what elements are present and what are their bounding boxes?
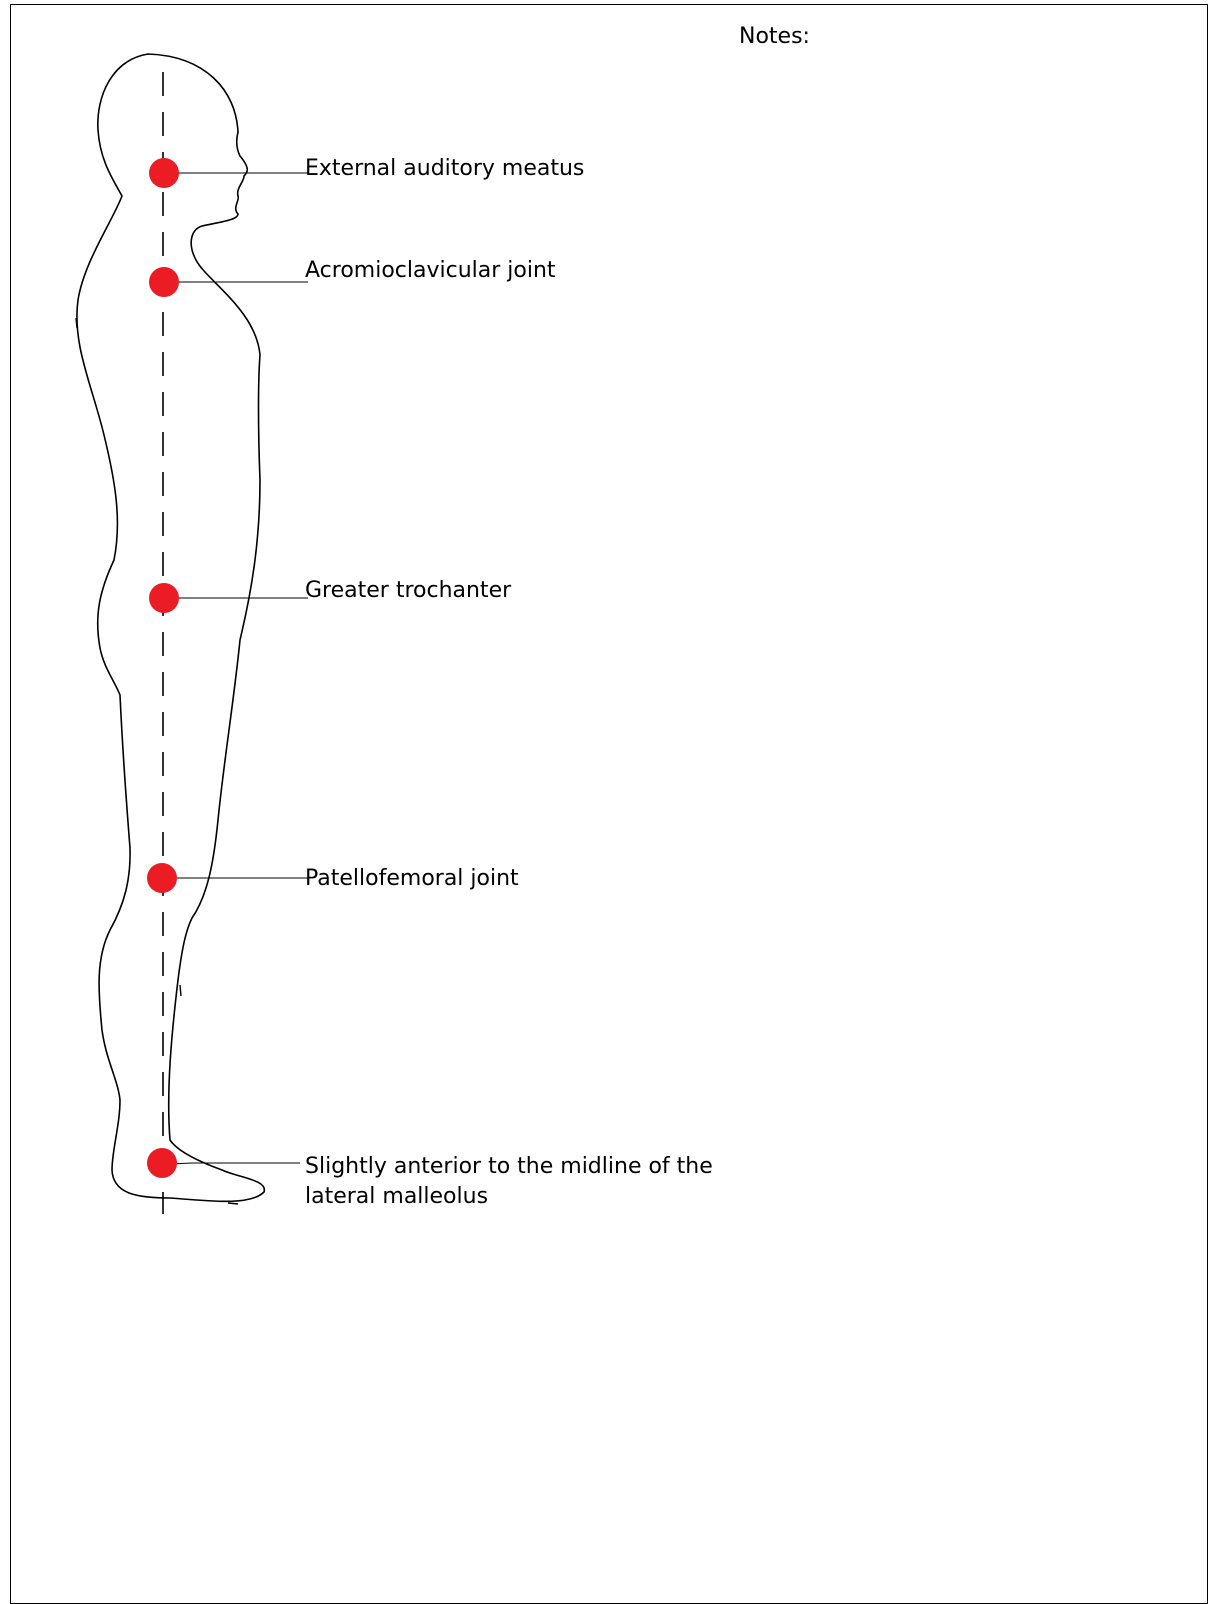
label-patellofemoral-joint: Patellofemoral joint [305, 864, 519, 894]
landmark-dot-ear [149, 158, 179, 188]
outline-tick [180, 985, 181, 996]
landmark-dot-gt [149, 583, 179, 613]
outline-tick [76, 318, 77, 328]
body-outline [77, 54, 264, 1201]
posture-diagram [0, 0, 1216, 1561]
leader-line-lm [170, 1163, 300, 1164]
label-external-auditory-meatus: External auditory meatus [305, 154, 584, 184]
label-lateral-malleolus-line1: Slightly anterior to the midline of the [305, 1152, 713, 1182]
label-acromioclavicular-joint: Acromioclavicular joint [305, 256, 556, 286]
landmark-dot-pf [147, 863, 177, 893]
label-lateral-malleolus: Slightly anterior to the midline of the … [305, 1152, 713, 1212]
label-lateral-malleolus-line2: lateral malleolus [305, 1182, 713, 1212]
landmark-dot-ac [149, 267, 179, 297]
outline-tick [228, 1203, 238, 1204]
label-greater-trochanter: Greater trochanter [305, 576, 511, 606]
landmark-dot-lm [147, 1148, 177, 1178]
